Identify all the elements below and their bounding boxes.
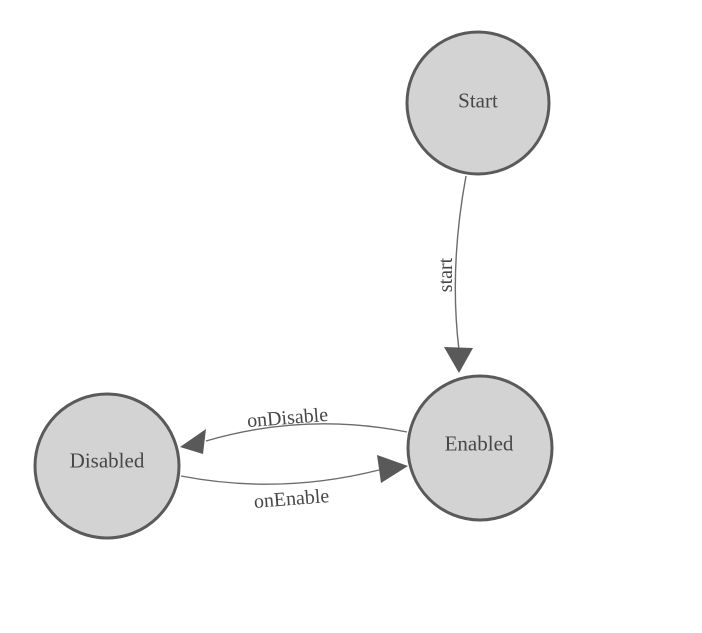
edge-line-onenable[interactable] xyxy=(180,469,380,485)
node-start-circle[interactable] xyxy=(405,30,551,176)
arrowhead-icon xyxy=(377,455,408,483)
node-disabled-circle[interactable] xyxy=(33,392,181,540)
node-start[interactable]: Start xyxy=(405,30,551,176)
edge-disabled-to-enabled[interactable]: onEnable xyxy=(180,455,408,513)
node-disabled-label: Disabled xyxy=(70,448,145,472)
edge-start-to-enabled[interactable]: start xyxy=(435,175,473,373)
arrowhead-icon xyxy=(444,347,473,373)
arrowhead-icon xyxy=(180,429,206,454)
node-enabled[interactable]: Enabled xyxy=(406,374,554,522)
edge-label-ondisable: onDisable xyxy=(246,404,329,432)
node-enabled-circle[interactable] xyxy=(406,374,554,522)
node-enabled-label: Enabled xyxy=(445,431,514,455)
edge-line-start[interactable] xyxy=(454,175,467,351)
edge-enabled-to-disabled[interactable]: onDisable xyxy=(180,404,408,454)
edge-label-onenable: onEnable xyxy=(253,485,330,513)
node-start-label: Start xyxy=(458,88,498,112)
edge-line-ondisable[interactable] xyxy=(205,423,408,442)
edge-label-start: start xyxy=(435,257,457,292)
node-disabled[interactable]: Disabled xyxy=(33,392,181,540)
